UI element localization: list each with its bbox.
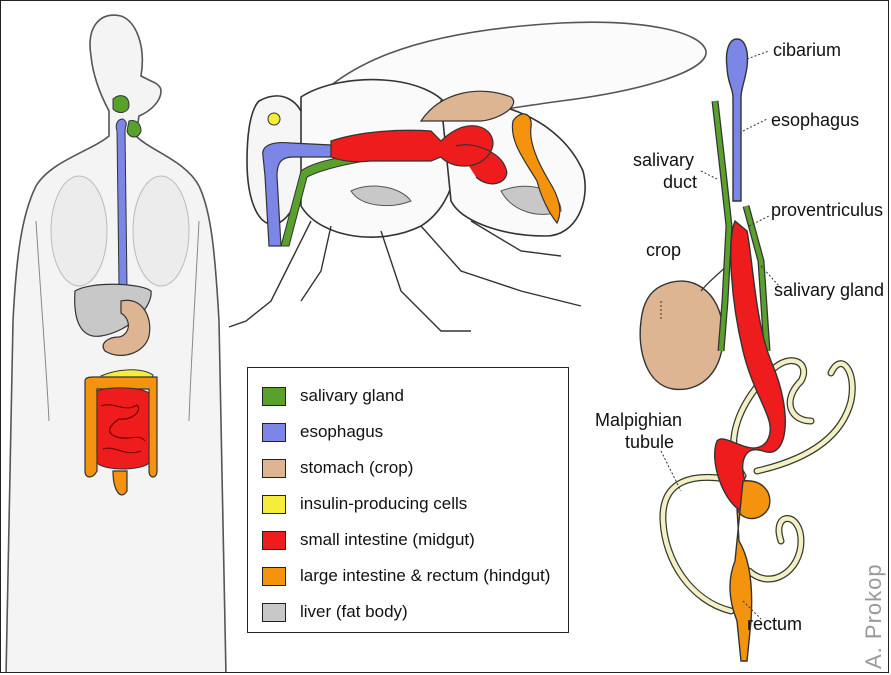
legend-label: small intestine (midgut) — [300, 530, 475, 550]
legend-label: liver (fat body) — [300, 602, 408, 622]
legend-item: salivary gland — [248, 384, 404, 408]
label-esophagus: esophagus — [771, 111, 859, 130]
legend-swatch — [262, 531, 286, 550]
dissected-crop — [640, 281, 723, 389]
label-salivary-gland: salivary gland — [774, 281, 884, 300]
label-crop: crop — [646, 241, 681, 260]
legend-item: large intestine & rectum (hindgut) — [248, 564, 550, 588]
human-small-intestine — [97, 388, 149, 469]
fly-legs — [229, 221, 581, 331]
legend-item: liver (fat body) — [248, 600, 408, 624]
label-malpighian-line1: Malpighian — [595, 411, 682, 430]
dissected-esophagus — [726, 39, 747, 201]
legend-swatch — [262, 567, 286, 586]
legend-label: insulin-producing cells — [300, 494, 467, 514]
legend-swatch — [262, 495, 286, 514]
legend-label: salivary gland — [300, 386, 404, 406]
legend-item: stomach (crop) — [248, 456, 413, 480]
human-lungs-right — [133, 176, 189, 286]
author-credit: A. Prokop — [861, 563, 887, 669]
label-salivary-duct-line2: duct — [663, 173, 697, 192]
legend-swatch — [262, 423, 286, 442]
legend-item: small intestine (midgut) — [248, 528, 475, 552]
fly-ipc — [268, 113, 280, 125]
legend-label: stomach (crop) — [300, 458, 413, 478]
legend-swatch — [262, 603, 286, 622]
label-malpighian-line2: tubule — [625, 433, 674, 452]
legend-swatch — [262, 387, 286, 406]
label-proventriculus: proventriculus — [771, 201, 883, 220]
legend-item: esophagus — [248, 420, 383, 444]
legend-label: large intestine & rectum (hindgut) — [300, 566, 550, 586]
legend-swatch — [262, 459, 286, 478]
label-rectum: rectum — [747, 615, 802, 634]
legend-item: insulin-producing cells — [248, 492, 467, 516]
label-cibarium: cibarium — [773, 41, 841, 60]
legend-label: esophagus — [300, 422, 383, 442]
human-lungs-left — [51, 176, 107, 286]
legend: salivary gland esophagus stomach (crop) … — [247, 367, 569, 633]
label-salivary-duct-line1: salivary — [633, 151, 694, 170]
fly-dissected-gut — [640, 39, 852, 661]
fly-figure — [229, 22, 706, 331]
